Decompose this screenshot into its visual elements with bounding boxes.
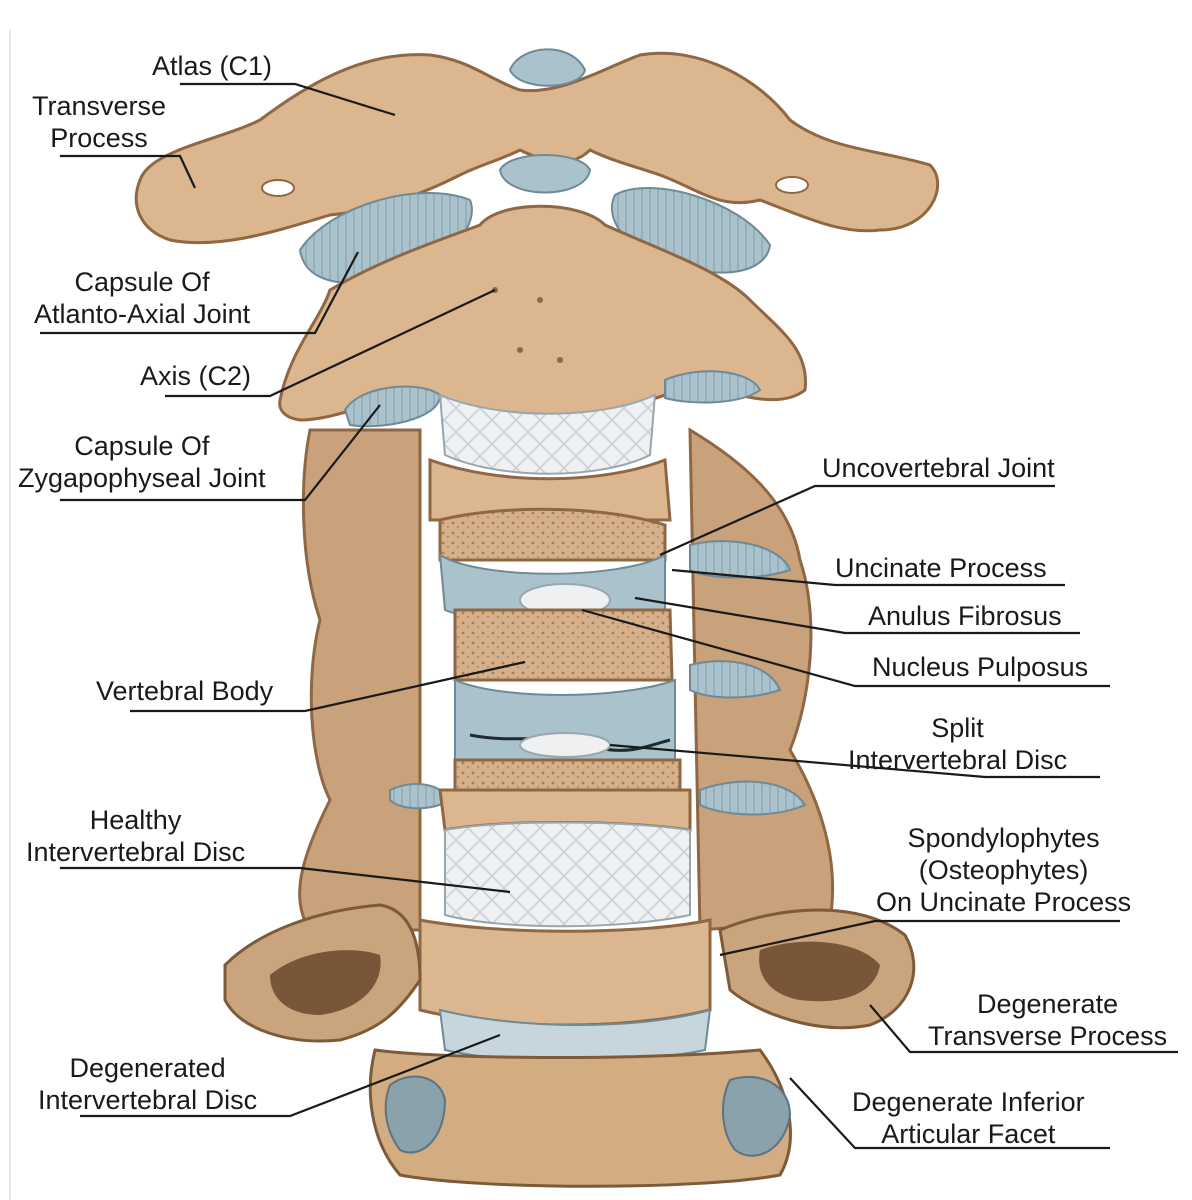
label-axis-text: Axis (C2)	[140, 361, 252, 391]
label-atlas-text: Atlas (C1)	[152, 51, 273, 81]
label-anulus-fibrosus-text: Anulus Fibrosus	[868, 601, 1062, 631]
zygapophyseal-capsule-right	[664, 370, 762, 404]
inferior-facet-left	[384, 1075, 447, 1154]
label-degenerate-facet-line2: Articular Facet	[881, 1119, 1056, 1149]
label-uncovertebral-joint-text: Uncovertebral Joint	[822, 453, 1055, 483]
capsule-right-2	[689, 540, 792, 579]
healthy-disc-lower	[444, 821, 691, 928]
degenerate-transverse-right-cavity	[759, 941, 880, 1002]
label-spondylophytes-line1: Spondylophytes	[907, 823, 1100, 853]
label-anulus-fibrosus: Anulus Fibrosus	[868, 600, 1062, 632]
label-capsule-atlanto-axial: Capsule Of Atlanto-Axial Joint	[34, 266, 250, 330]
label-degenerate-facet-line1: Degenerate Inferior	[852, 1087, 1085, 1117]
label-degenerate-transverse-line2: Transverse Process	[928, 1021, 1168, 1051]
label-vertebral-body-text: Vertebral Body	[96, 676, 274, 706]
label-degenerate-transverse: Degenerate Transverse Process	[928, 988, 1167, 1052]
label-transverse-process: Transverse Process	[32, 90, 166, 154]
label-split-disc-line2: Intervertebral Disc	[848, 745, 1068, 775]
label-spondylophytes-line3: On Uncinate Process	[876, 887, 1132, 917]
label-uncinate-process-text: Uncinate Process	[835, 553, 1047, 583]
label-capsule-atlanto-axial-line1: Capsule Of	[74, 267, 210, 297]
sectioned-vertebra	[438, 507, 682, 792]
label-transverse-process-line1: Transverse	[32, 91, 167, 121]
capsule-right-3	[689, 660, 782, 699]
label-uncinate-process: Uncinate Process	[835, 552, 1047, 584]
c3-body	[428, 457, 672, 522]
label-uncovertebral-joint: Uncovertebral Joint	[822, 452, 1055, 484]
leader-lines	[40, 82, 1178, 1150]
left-articular-pillar	[298, 428, 422, 932]
label-healthy-disc: Healthy Intervertebral Disc	[26, 804, 245, 868]
label-vertebral-body: Vertebral Body	[96, 675, 273, 707]
label-healthy-disc-line2: Intervertebral Disc	[26, 837, 246, 867]
label-transverse-process-line2: Process	[50, 123, 148, 153]
c6-body	[418, 918, 712, 1027]
label-capsule-atlanto-axial-line2: Atlanto-Axial Joint	[34, 299, 251, 329]
label-nucleus-pulposus-text: Nucleus Pulposus	[872, 652, 1089, 682]
label-degenerated-disc-line1: Degenerated	[69, 1053, 226, 1083]
inferior-facet-right	[722, 1075, 792, 1157]
label-nucleus-pulposus: Nucleus Pulposus	[872, 651, 1088, 683]
label-degenerated-disc-line2: Intervertebral Disc	[38, 1085, 258, 1115]
degenerate-transverse-left-cavity	[270, 950, 381, 1015]
capsule-right-4	[699, 780, 807, 816]
atlas-vertebra	[134, 48, 940, 245]
label-split-disc: Split Intervertebral Disc	[848, 712, 1067, 776]
label-spondylophytes-line2: (Osteophytes)	[918, 855, 1089, 885]
label-degenerate-transverse-line1: Degenerate	[976, 989, 1119, 1019]
label-healthy-disc-line1: Healthy	[89, 805, 182, 835]
label-axis: Axis (C2)	[140, 360, 251, 392]
label-capsule-zygapophyseal-line2: Zygapophyseal Joint	[18, 463, 266, 493]
c7-degenerated-body	[368, 1048, 792, 1188]
label-capsule-zygapophyseal: Capsule Of Zygapophyseal Joint	[18, 430, 266, 494]
healthy-disc-upper	[438, 393, 657, 475]
label-atlas: Atlas (C1)	[152, 50, 272, 82]
label-capsule-zygapophyseal-line1: Capsule Of	[74, 431, 210, 461]
label-degenerate-facet: Degenerate Inferior Articular Facet	[852, 1086, 1085, 1150]
label-spondylophytes: Spondylophytes (Osteophytes) On Uncinate…	[876, 822, 1131, 918]
label-split-disc-line1: Split	[931, 713, 984, 743]
label-degenerated-disc: Degenerated Intervertebral Disc	[38, 1052, 257, 1116]
